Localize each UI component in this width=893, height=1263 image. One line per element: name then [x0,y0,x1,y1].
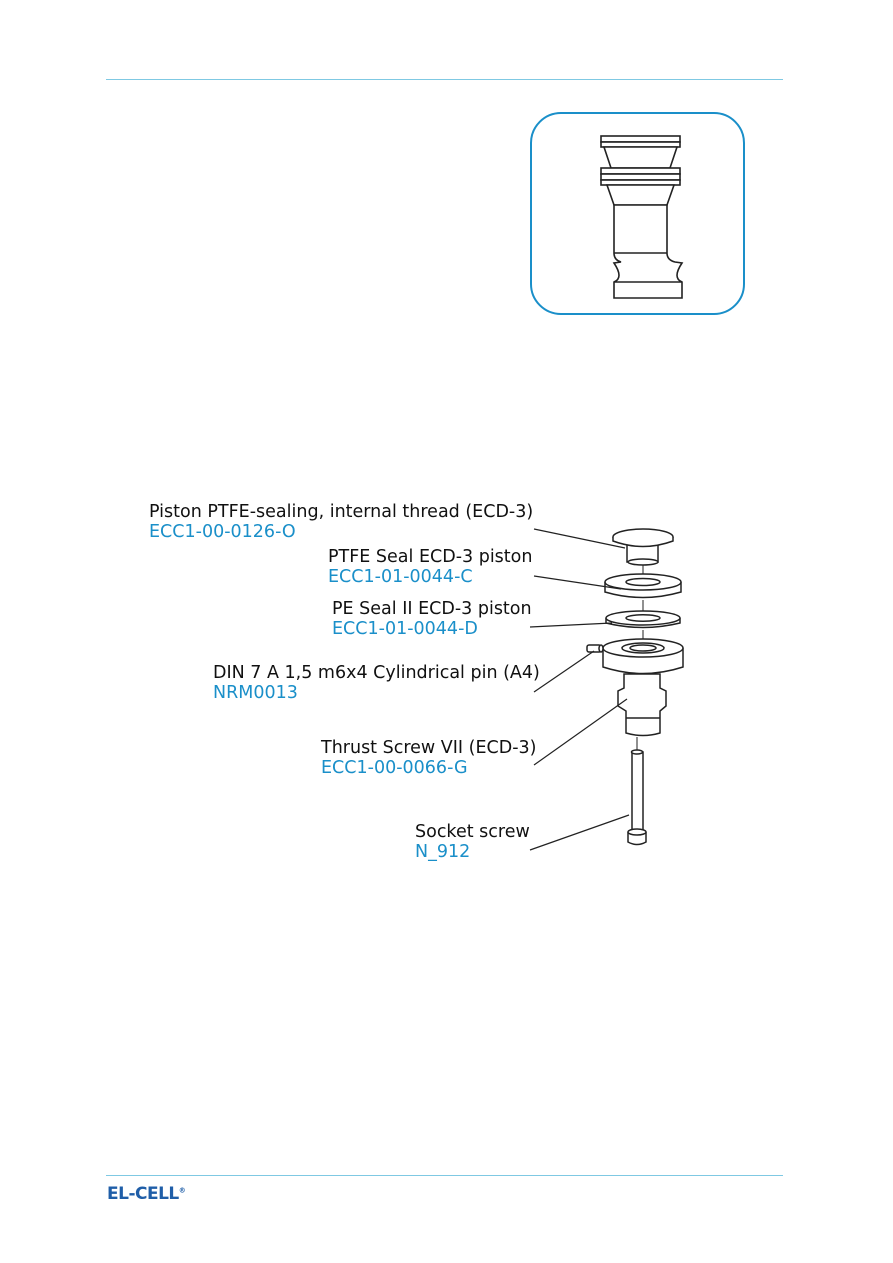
el-cell-logo: EL-CELL® [107,1184,186,1204]
part-label-ptfe-seal: PTFE Seal ECD-3 piston ECC1-01-0044-C [328,547,532,587]
socket-screw-part [627,749,647,846]
part-code: NRM0013 [213,683,298,703]
part-code: ECC1-01-0044-C [328,567,473,587]
part-label-pe-seal: PE Seal II ECD-3 piston ECC1-01-0044-D [332,599,532,639]
part-name: Socket screw [415,822,530,842]
part-label-socket-screw: Socket screw N_912 [415,822,530,862]
part-code: N_912 [415,842,471,862]
ptfe-seal-part [604,573,682,599]
part-label-piston: Piston PTFE-sealing, internal thread (EC… [149,502,533,542]
part-name: PTFE Seal ECD-3 piston [328,547,533,567]
cylindrical-pin-part [586,644,604,653]
part-name: PE Seal II ECD-3 piston [332,599,532,619]
leader-lines [529,528,630,851]
part-name: DIN 7 A 1,5 m6x4 Cylindrical pin (A4) [213,663,540,683]
part-name: Piston PTFE-sealing, internal thread (EC… [149,502,534,522]
part-label-cylindrical-pin: DIN 7 A 1,5 m6x4 Cylindrical pin (A4) NR… [213,663,540,703]
pe-seal-part [605,610,681,629]
piston-preview [530,112,745,315]
part-code: ECC1-01-0044-D [332,619,478,639]
footer-rule [106,1175,783,1176]
part-label-thrust-screw: Thrust Screw VII (ECD-3) ECC1-00-0066-G [321,738,537,778]
part-name: Thrust Screw VII (ECD-3) [321,738,537,758]
piston-part [612,528,674,566]
header-rule [106,79,783,80]
part-code: ECC1-00-0126-O [149,522,296,542]
part-code: ECC1-00-0066-G [321,758,468,778]
thrust-screw-part [602,638,684,737]
